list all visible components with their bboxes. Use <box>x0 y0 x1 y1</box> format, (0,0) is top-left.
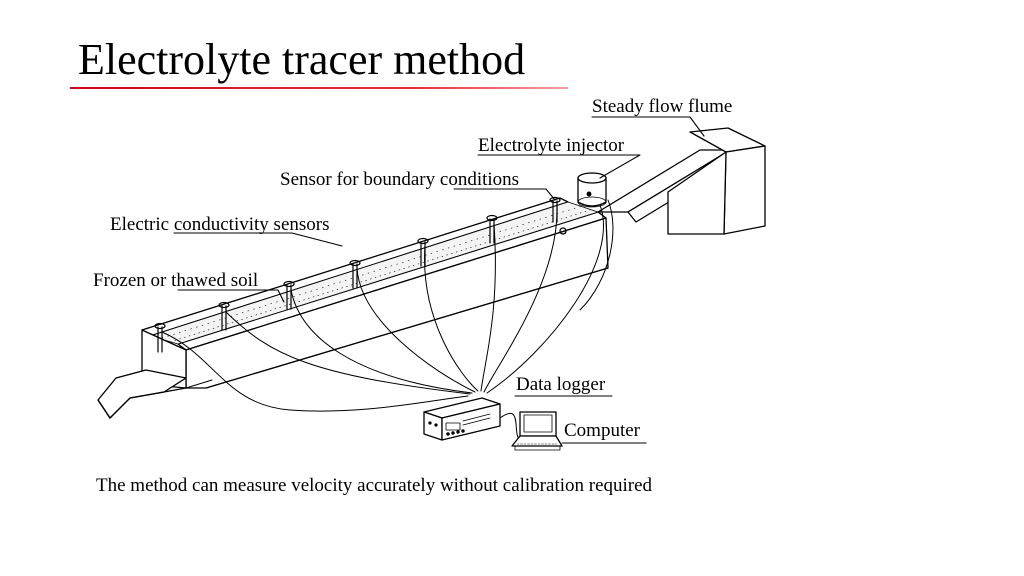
flume-diagram <box>97 116 766 451</box>
label-steady-flow-flume: Steady flow flume <box>592 96 733 117</box>
outlet-chute <box>97 369 187 419</box>
sensor-cables <box>161 199 614 412</box>
slide-caption: The method can measure velocity accurate… <box>96 475 653 496</box>
data-logger-box <box>423 397 501 441</box>
flume-channel <box>141 197 609 389</box>
laptop <box>511 411 563 451</box>
slide-title: Electrolyte tracer method <box>78 35 526 84</box>
label-computer: Computer <box>564 420 640 441</box>
headbox <box>667 127 766 235</box>
title-underline <box>70 87 568 89</box>
label-conductivity-sensors: Electric conductivity sensors <box>110 214 330 235</box>
label-data-logger: Data logger <box>516 374 606 395</box>
logger-panel <box>428 413 491 436</box>
label-frozen-thawed-soil: Frozen or thawed soil <box>93 270 259 291</box>
label-sensor-boundary-conditions: Sensor for boundary conditions <box>280 169 520 190</box>
leader-lines <box>173 116 705 444</box>
injector-cylinder <box>577 172 607 208</box>
label-electrolyte-injector: Electrolyte injector <box>478 135 625 156</box>
